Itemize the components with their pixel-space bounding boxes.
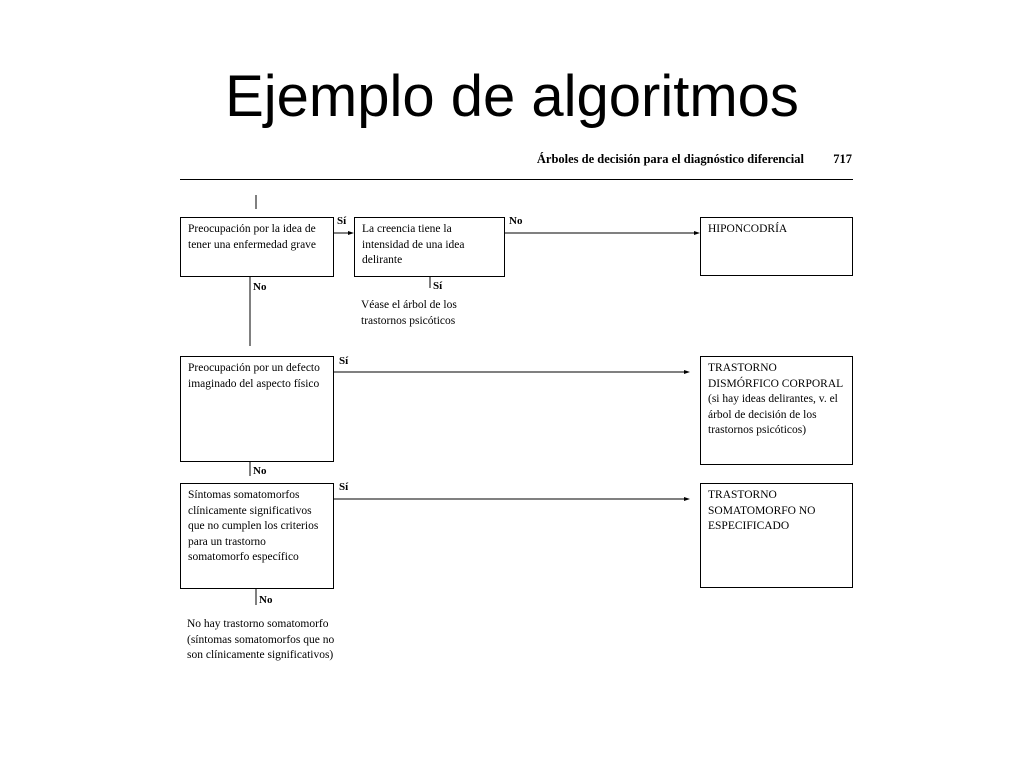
decision-box-somatoform-symptoms: Síntomas somatomorfos clínicamente signi… — [180, 483, 334, 589]
label-no-q2: No — [509, 215, 523, 227]
page-number: 717 — [833, 152, 852, 166]
label-yes-q2: Sí — [433, 280, 443, 292]
label-no-q4: No — [259, 594, 273, 606]
label-yes-q1: Sí — [337, 215, 347, 227]
label-no-q1: No — [253, 281, 267, 293]
arrowhead-d3 — [684, 497, 690, 501]
slide-title: Ejemplo de algoritmos — [225, 64, 799, 129]
decision-box-serious-illness: Preocupación por la idea de tener una en… — [180, 217, 334, 277]
book-page-header: Árboles de decisión para el diagnóstico … — [180, 152, 852, 172]
running-title: Árboles de decisión para el diagnóstico … — [536, 152, 804, 166]
diagnosis-box-hipocondria: HIPONCODRÍA — [700, 217, 853, 276]
decision-box-delusional-intensity: La creencia tiene la intensidad de una i… — [354, 217, 505, 277]
note-no-somatoform: No hay trastorno somatomorfo (síntomas s… — [187, 618, 335, 662]
diagnosis-box-dismorfico: TRASTORNO DISMÓRFICO CORPORAL (si hay id… — [700, 356, 853, 465]
arrowhead-d1 — [694, 231, 700, 235]
label-no-q3: No — [253, 465, 267, 477]
header-rule — [180, 179, 853, 180]
arrowhead-d2 — [684, 370, 690, 374]
diagnosis-box-no-especificado: TRASTORNO SOMATOMORFO NO ESPECIFICADO — [700, 483, 853, 588]
label-yes-q3: Sí — [339, 355, 349, 367]
arrowhead-q2 — [348, 231, 354, 235]
decision-box-imagined-defect: Preocupación por un defecto imaginado de… — [180, 356, 334, 462]
label-yes-q4: Sí — [339, 481, 349, 493]
note-psychotic-tree: Véase el árbol de los trastornos psicóti… — [361, 299, 457, 327]
